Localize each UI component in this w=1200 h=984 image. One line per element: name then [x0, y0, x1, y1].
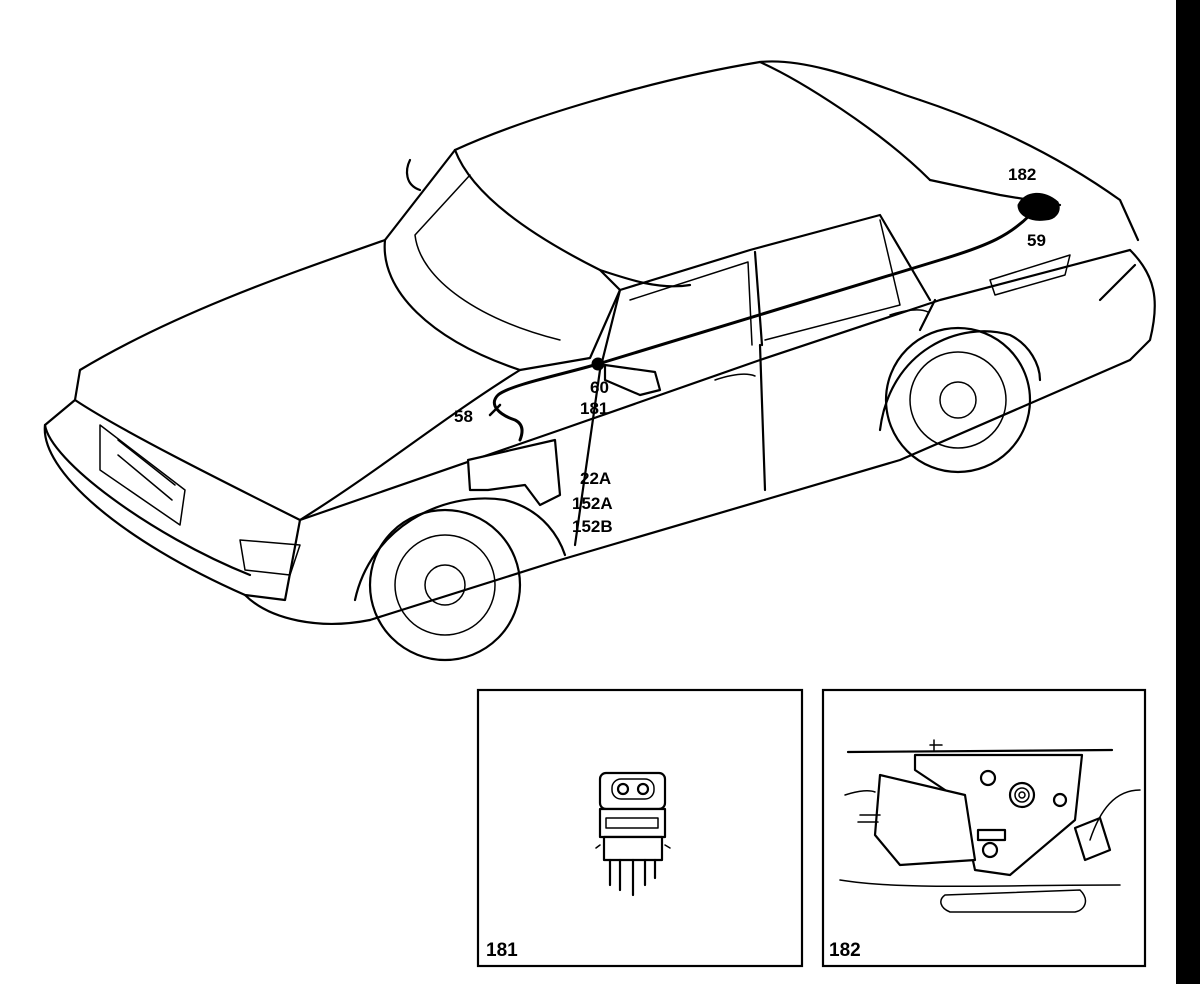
a-pillar	[598, 288, 622, 372]
rear-lamp	[989, 254, 1071, 296]
callout-152a: 152A	[572, 494, 613, 513]
front-rim	[394, 534, 496, 636]
rear-corner	[1128, 248, 1156, 362]
dash-panel	[466, 438, 562, 507]
headlight	[239, 539, 301, 576]
hood-outline	[73, 238, 387, 522]
rear-tire	[884, 326, 1032, 474]
callout-181: 181	[580, 399, 608, 418]
callout-59: 59	[1027, 231, 1046, 250]
connector-58	[488, 403, 502, 417]
front-face	[43, 398, 302, 602]
window-top	[618, 213, 932, 302]
grille-bar	[117, 439, 176, 486]
rear-door-edge	[918, 298, 937, 332]
grille-bar	[117, 454, 173, 501]
door-handle	[889, 309, 929, 316]
front-tire	[368, 508, 522, 662]
inset-panel-181: 181	[476, 688, 804, 968]
roof-rear-edge	[758, 60, 932, 182]
door-mirror	[603, 363, 662, 397]
bumper-line	[43, 423, 252, 577]
trunk-edge	[918, 98, 1140, 242]
inset-caption-181: 181	[486, 940, 518, 961]
rocker-switch-icon	[595, 771, 671, 897]
junction-dot	[591, 357, 605, 371]
front-lower	[243, 593, 372, 625]
mirror-motor-icon	[839, 753, 1141, 913]
callout-58: 58	[454, 407, 473, 426]
callout-60: 60	[590, 378, 609, 397]
windshield-top	[453, 148, 692, 288]
rear-rim	[909, 351, 1007, 449]
windshield	[383, 148, 622, 372]
door-handle	[714, 373, 756, 381]
roof-line	[453, 60, 922, 152]
callout-152b: 152B	[572, 517, 613, 536]
harness-to-rear	[596, 213, 1032, 366]
hood-rear-edge	[298, 368, 522, 522]
harness-to-switch	[492, 362, 600, 442]
rear-light-edge	[1098, 263, 1137, 302]
windshield-inner	[414, 174, 561, 341]
front-window	[629, 261, 753, 346]
rear-wheel-arch	[878, 330, 1042, 432]
car-illustration	[43, 60, 1156, 662]
callout-182: 182	[1008, 165, 1036, 184]
front-door-edge	[573, 368, 602, 547]
front-hub	[424, 564, 466, 606]
belt-line	[298, 248, 1132, 522]
callout-22a: 22A	[580, 469, 611, 488]
page-edge-bar	[1176, 0, 1200, 984]
grille	[99, 424, 186, 526]
callout-labels: 182 59 60 181 58 22A 152A 152B	[454, 165, 1046, 536]
front-wheel-arch	[353, 497, 567, 602]
wiring-harness	[466, 192, 1060, 507]
door-split	[758, 343, 767, 492]
rear-window	[764, 219, 901, 341]
b-pillar	[753, 250, 764, 347]
antenna	[405, 158, 422, 192]
inset-panel-182: 182	[821, 688, 1147, 968]
rear-mirror-motor	[1017, 192, 1060, 221]
inset-caption-182: 182	[829, 940, 861, 961]
rear-hub	[939, 381, 977, 419]
